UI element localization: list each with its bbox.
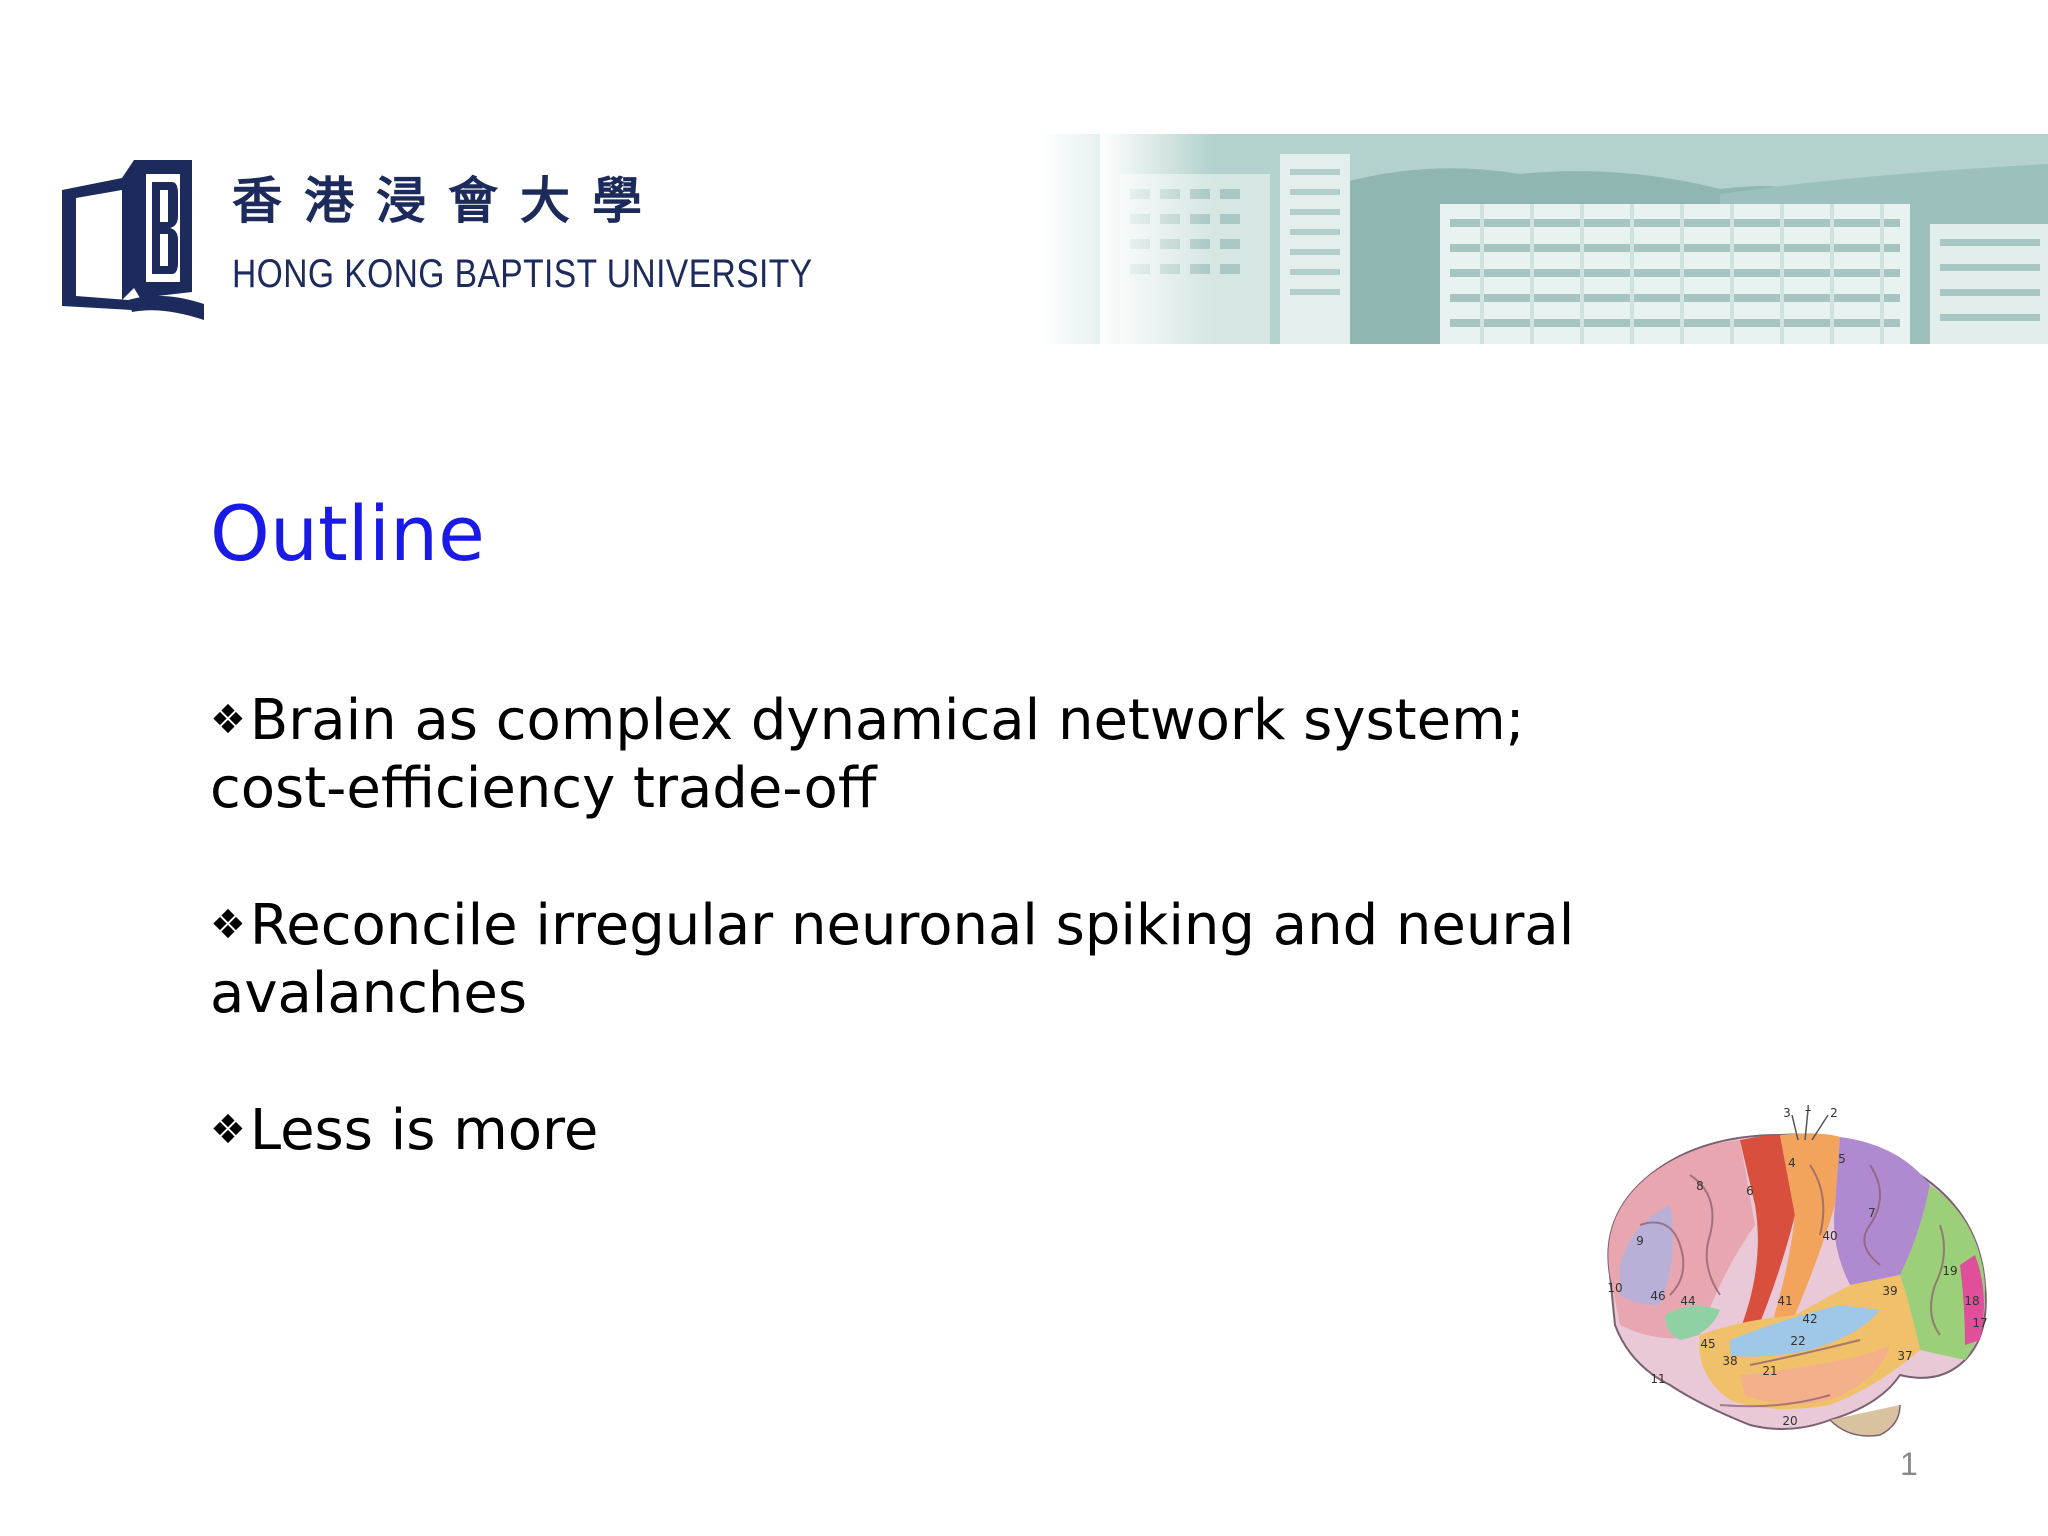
area-label: 37 <box>1897 1349 1912 1363</box>
area-label: 40 <box>1822 1229 1837 1243</box>
area-label: 9 <box>1636 1234 1644 1248</box>
area-label: 6 <box>1746 1184 1754 1198</box>
area-label: 39 <box>1882 1284 1897 1298</box>
area-label: 17 <box>1972 1316 1987 1330</box>
area-label: 41 <box>1777 1294 1792 1308</box>
area-label: 19 <box>1942 1264 1957 1278</box>
bullet-item: ❖Reconcile irregular neuronal spiking an… <box>210 891 1710 1028</box>
area-label: 1 <box>1804 1105 1812 1114</box>
area-label: 38 <box>1722 1354 1737 1368</box>
diamond-bullet-icon: ❖ <box>210 1107 246 1153</box>
area-label: 21 <box>1762 1364 1777 1378</box>
area-label: 18 <box>1964 1294 1979 1308</box>
area-label: 20 <box>1782 1414 1797 1428</box>
bullet-text-line2: cost-efficiency trade-off <box>210 756 877 821</box>
area-label: 3 <box>1783 1106 1791 1120</box>
area-label: 10 <box>1607 1281 1622 1295</box>
outline-bullet-list: ❖Brain as complex dynamical network syst… <box>210 686 1710 1233</box>
area-label: 7 <box>1868 1206 1876 1220</box>
bullet-item: ❖Brain as complex dynamical network syst… <box>210 686 1710 823</box>
area-label: 42 <box>1802 1312 1817 1326</box>
area-label: 46 <box>1650 1289 1665 1303</box>
campus-buildings-photo <box>1100 134 2048 344</box>
area-label: 2 <box>1830 1106 1838 1120</box>
area-label: 11 <box>1650 1372 1665 1386</box>
area-label: 4 <box>1788 1156 1796 1170</box>
brodmann-brain-illustration: 3 1 2 4 5 6 7 8 9 10 11 17 18 19 20 21 2… <box>1607 1105 1988 1437</box>
page-number: 1 <box>1900 1446 1918 1482</box>
area-label: 8 <box>1696 1179 1704 1193</box>
hkbu-book-logo-icon <box>62 160 204 320</box>
slide-title: Outline <box>210 489 485 578</box>
university-name-chinese: 香港浸會大學 <box>232 172 664 230</box>
diamond-bullet-icon: ❖ <box>210 697 246 743</box>
bullet-item: ❖Less is more <box>210 1096 1710 1165</box>
bullet-text-line1: Less is more <box>249 1098 599 1163</box>
area-label: 45 <box>1700 1337 1715 1351</box>
area-label: 22 <box>1790 1334 1805 1348</box>
university-name-english: HONG KONG BAPTIST UNIVERSITY <box>232 252 813 296</box>
bullet-text-line1: Reconcile irregular neuronal spiking and… <box>249 893 1575 958</box>
area-label: 5 <box>1838 1152 1846 1166</box>
bullet-text-line1: Brain as complex dynamical network syste… <box>249 688 1525 753</box>
bullet-text-line2: avalanches <box>210 961 528 1026</box>
area-label: 44 <box>1680 1294 1695 1308</box>
diamond-bullet-icon: ❖ <box>210 902 246 948</box>
